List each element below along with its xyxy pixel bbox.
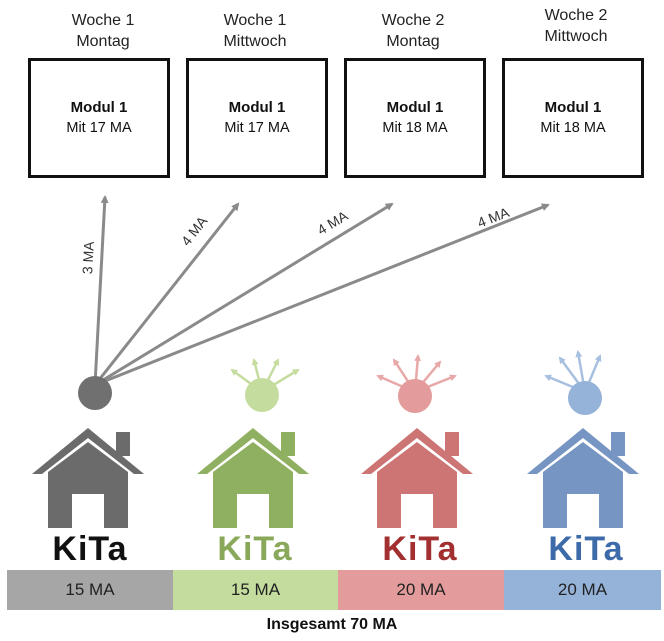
session-week: Woche 2: [381, 12, 445, 29]
total-staff: Insgesamt 70 MA: [266, 616, 398, 633]
arrow-to-session-1: [93, 195, 109, 386]
arrow-to-session-4: [94, 203, 550, 387]
session-box-2: Modul 1 Mit 17 MA: [186, 58, 328, 178]
module-name: Modul 1: [70, 99, 128, 116]
kita-name-1: KiTa: [52, 530, 128, 568]
kita-2-staff-circle: [245, 378, 279, 412]
session-box-1: Modul 1 Mit 17 MA: [28, 58, 170, 178]
session-label-3: Woche 2 Montag: [348, 10, 478, 52]
module-participants: Mit 17 MA: [66, 120, 132, 136]
session-box-4: Modul 1 Mit 18 MA: [502, 58, 644, 178]
house-icon: [197, 428, 309, 528]
session-day: Montag: [386, 33, 440, 50]
session-box-3: Modul 1 Mit 18 MA: [344, 58, 486, 178]
kita-staff-count-4: 20 MA: [504, 570, 661, 610]
kita-name-4: KiTa: [548, 530, 624, 568]
module-name: Modul 1: [386, 99, 444, 116]
session-week: Woche 2: [544, 7, 608, 24]
arrow-to-session-3: [94, 202, 394, 387]
kita-staff-count-1: 15 MA: [7, 570, 173, 610]
module-participants: Mit 18 MA: [382, 120, 448, 136]
kita-staff-count-3: 20 MA: [338, 570, 504, 610]
module-participants: Mit 18 MA: [540, 120, 606, 136]
session-label-2: Woche 1 Mittwoch: [190, 10, 320, 52]
session-day: Montag: [76, 33, 130, 50]
arrow-label-1: 3 MA: [79, 240, 97, 274]
kita-3-staff-circle: [398, 379, 432, 413]
session-week: Woche 1: [71, 12, 135, 29]
arrow-to-session-2: [93, 202, 240, 386]
session-week: Woche 1: [223, 12, 287, 29]
kita-1-staff-circle: [78, 376, 112, 410]
house-icon: [527, 428, 639, 528]
session-label-4: Woche 2 Mittwoch: [511, 5, 641, 47]
session-label-1: Woche 1 Montag: [38, 10, 168, 52]
session-day: Mittwoch: [223, 33, 287, 50]
module-name: Modul 1: [544, 99, 602, 116]
kita-4-staff-circle: [568, 381, 602, 415]
session-day: Mittwoch: [544, 28, 608, 45]
house-icon: [361, 428, 473, 528]
kita-name-2: KiTa: [217, 530, 293, 568]
module-name: Modul 1: [228, 99, 286, 116]
assignment-arrows: [93, 195, 550, 387]
kita-staff-count-2: 15 MA: [173, 570, 338, 610]
house-icon: [32, 428, 144, 528]
module-participants: Mit 17 MA: [224, 120, 290, 136]
kita-name-3: KiTa: [382, 530, 458, 568]
